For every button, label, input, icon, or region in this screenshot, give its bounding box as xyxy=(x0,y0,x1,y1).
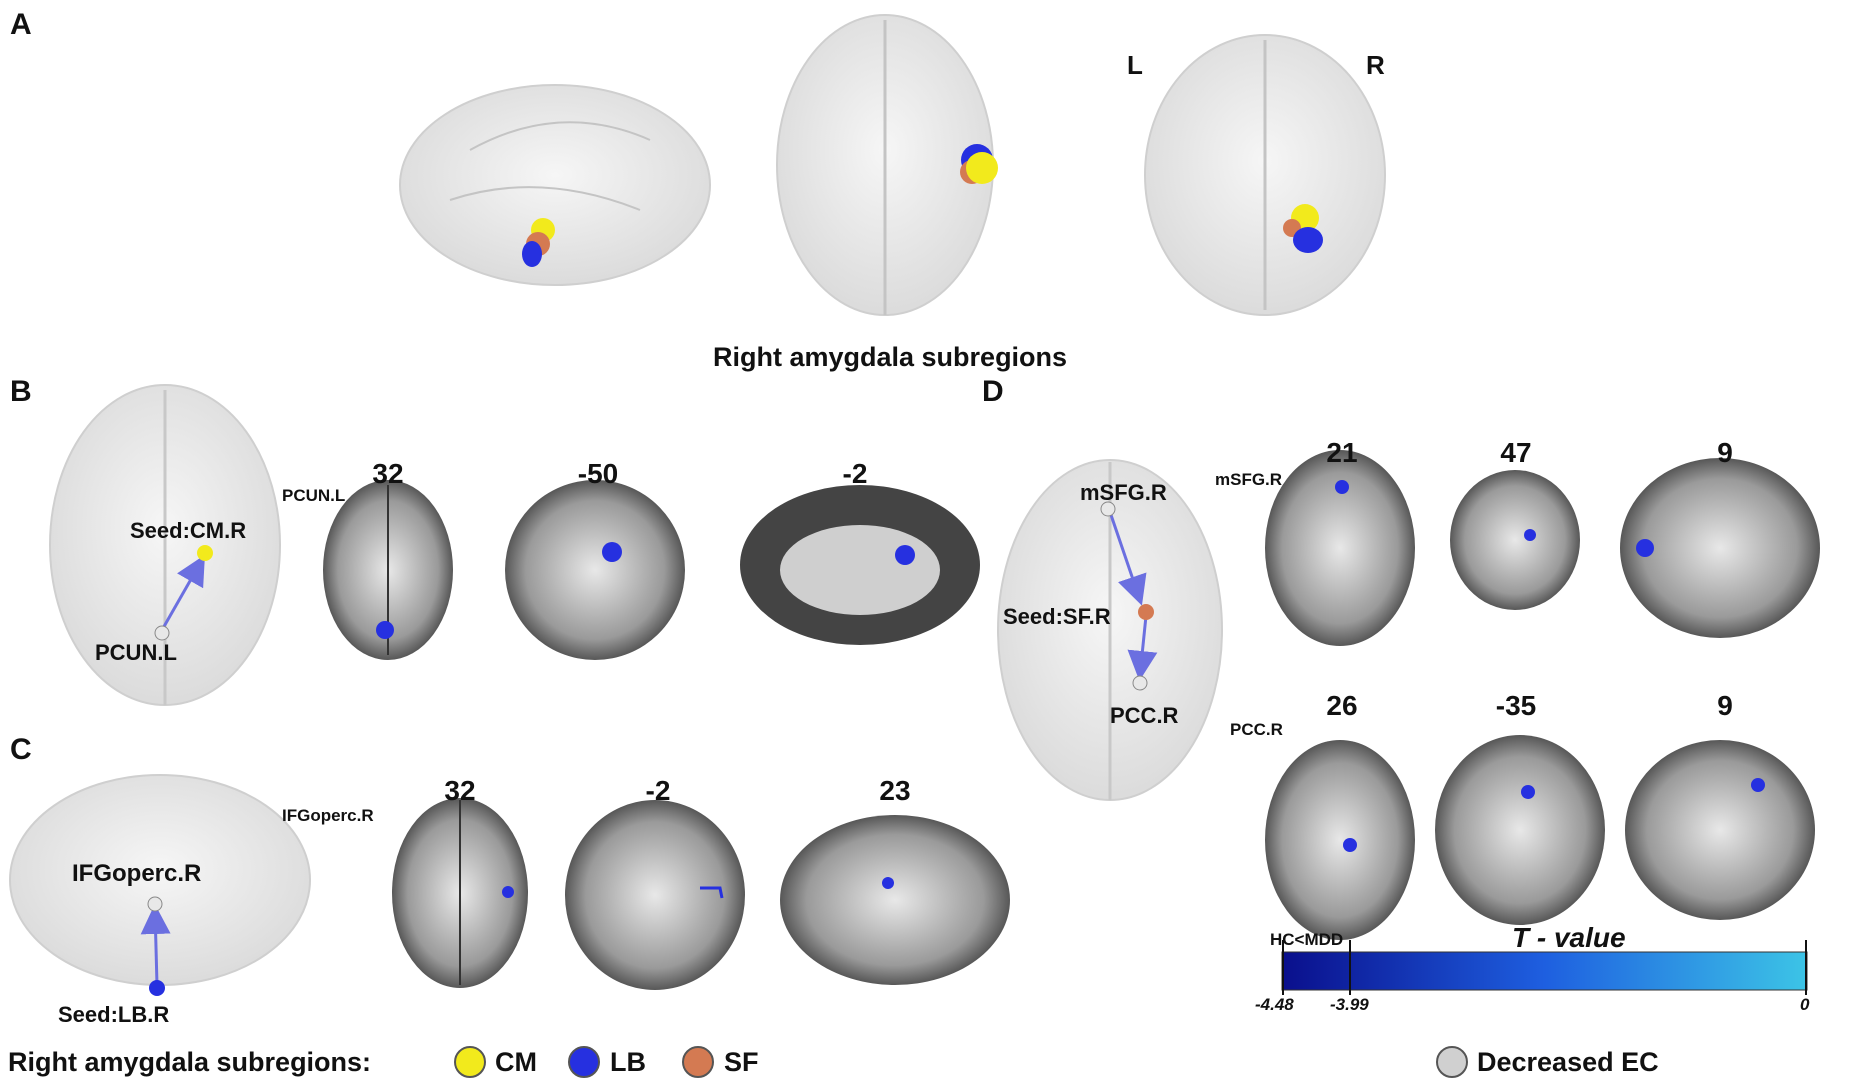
colorbar-contrast-label: HC<MDD xyxy=(1270,930,1344,949)
colorbar-title: T - value xyxy=(1512,922,1626,953)
panel-c-roi-label: IFGoperc.R xyxy=(282,806,374,825)
panel-d-slice-6: 9 xyxy=(1717,690,1733,721)
panel-label-a: A xyxy=(10,8,32,41)
panel-d-slice-3: 9 xyxy=(1717,437,1733,468)
panel-d-coronal-slice-1 xyxy=(1450,470,1580,610)
panel-label-d: D xyxy=(982,375,1004,408)
panel-b-seed-label: Seed:CM.R xyxy=(130,518,247,543)
colorbar-tick-threshold: -3.99 xyxy=(1330,995,1369,1014)
panel-b-slice-1: 32 xyxy=(372,458,404,489)
panel-d-target-1-label: mSFG.R xyxy=(1080,480,1167,505)
panel-d-sagittal-slice-2 xyxy=(1625,740,1815,920)
panel-d-slice-2: 47 xyxy=(1500,437,1532,468)
panel-d-glass-brain xyxy=(997,459,1223,801)
panel-d-roi-1-label: mSFG.R xyxy=(1215,470,1283,489)
panel-a-sagittal-brain xyxy=(399,84,711,286)
panel-c-slice-3: 23 xyxy=(879,775,911,806)
legend-markers xyxy=(454,1046,1468,1078)
panel-d-slice-1: 21 xyxy=(1326,437,1358,468)
panel-d-coronal-slice-2 xyxy=(1435,735,1605,925)
hemisphere-right-label: R xyxy=(1366,50,1385,80)
panel-b-coronal-slice xyxy=(505,480,685,660)
panel-label-b: B xyxy=(10,375,32,408)
panel-b-roi-label: PCUN.L xyxy=(282,486,346,505)
legend-item-sf: SF xyxy=(724,1047,759,1077)
legend-title: Right amygdala subregions: xyxy=(8,1047,372,1077)
legend-decreased-ec: Decreased EC xyxy=(1477,1047,1659,1077)
panel-c-slice-1: 32 xyxy=(444,775,476,806)
panel-b-slice-2: -50 xyxy=(577,458,619,489)
panel-b-target-label: PCUN.L xyxy=(95,640,177,665)
panel-b-glass-brain xyxy=(49,384,281,706)
panel-d-seed-label: Seed:SF.R xyxy=(1003,604,1111,629)
panel-d-sagittal-slice-1 xyxy=(1620,458,1820,638)
legend-item-cm: CM xyxy=(495,1047,537,1077)
panel-d-target-2-label: PCC.R xyxy=(1110,703,1179,728)
panel-a-axial-brain xyxy=(776,14,998,316)
panel-c-coronal-slice xyxy=(565,800,745,990)
panel-d-slice-5: -35 xyxy=(1495,690,1537,721)
hemisphere-left-label: L xyxy=(1127,50,1143,80)
panel-b-sagittal-slice xyxy=(740,485,980,645)
panel-c-slice-2: -2 xyxy=(645,775,671,806)
panel-c-sagittal-slice xyxy=(780,815,1010,985)
panel-d-roi-2-label: PCC.R xyxy=(1230,720,1283,739)
panel-label-c: C xyxy=(10,733,32,766)
panel-a-caption: Right amygdala subregions xyxy=(713,342,1068,372)
colorbar-tick-max: 0 xyxy=(1800,995,1810,1014)
panel-c-target-label: IFGoperc.R xyxy=(72,860,202,887)
panel-c-seed-label: Seed:LB.R xyxy=(58,1002,170,1027)
colorbar xyxy=(1281,940,1808,995)
panel-d-slice-4: 26 xyxy=(1326,690,1358,721)
panel-d-axial-slice-2 xyxy=(1265,740,1415,940)
panel-b-slice-3: -2 xyxy=(842,458,868,489)
panel-c-glass-brain xyxy=(9,774,311,996)
panel-b-axial-slice xyxy=(323,480,453,660)
panel-d-axial-slice-1 xyxy=(1265,450,1415,646)
panel-c-axial-slice xyxy=(392,798,528,988)
panel-a-coronal-brain xyxy=(1144,34,1386,316)
colorbar-tick-min: -4.48 xyxy=(1255,995,1294,1014)
legend-item-lb: LB xyxy=(610,1047,646,1077)
